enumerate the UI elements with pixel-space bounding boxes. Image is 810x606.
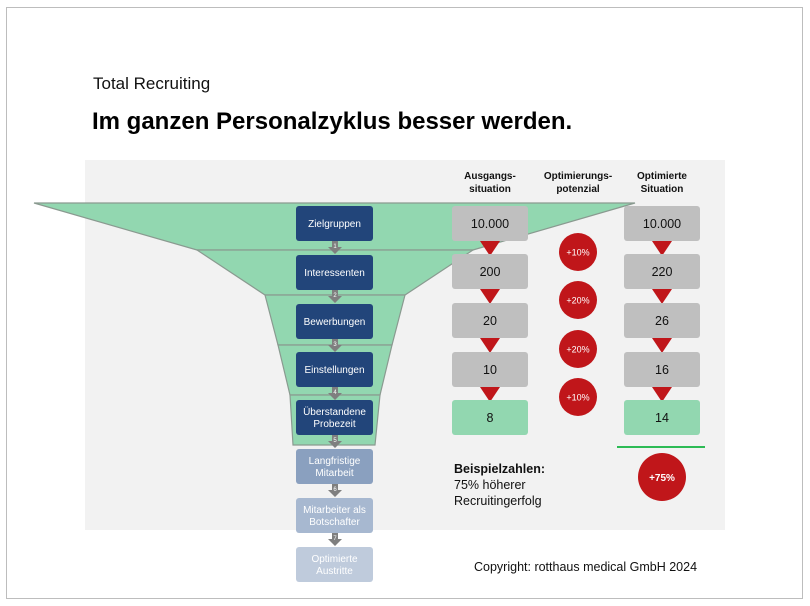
potential-value: +20%	[566, 345, 589, 355]
funnel-stage-box	[296, 255, 373, 290]
step-number: 7	[333, 536, 337, 542]
baseline-box	[452, 303, 528, 338]
total-gain-badge	[638, 453, 686, 501]
baseline-value: 200	[480, 265, 501, 279]
optimized-box	[624, 352, 700, 387]
note-line-1: 75% höherer	[454, 478, 526, 492]
optimized-value: 220	[652, 265, 673, 279]
down-arrow-icon	[652, 289, 672, 304]
step-arrow-icon	[328, 241, 342, 254]
note-line-2: Recruitingerfolg	[454, 494, 542, 508]
optimized-box	[624, 303, 700, 338]
down-arrow-icon	[480, 289, 500, 304]
optimized-box	[624, 254, 700, 289]
potential-value: +10%	[566, 248, 589, 258]
slide-title: Im ganzen Personalzyklus besser werden.	[92, 108, 573, 135]
funnel-stage-label: Interessenten	[304, 268, 365, 279]
potential-value: +10%	[566, 393, 589, 403]
down-arrow-icon	[652, 387, 672, 402]
optimized-value: 16	[655, 363, 669, 377]
baseline-value: 10.000	[471, 217, 509, 231]
baseline-value: 20	[483, 314, 497, 328]
header-baseline: Ausgangs-situation	[464, 171, 516, 195]
slide-frame	[6, 7, 803, 599]
step-arrow-icon	[328, 533, 342, 546]
step-arrow-icon	[328, 484, 342, 497]
step-number: 3	[333, 342, 337, 348]
optimized-box	[624, 206, 700, 241]
note-heading: Beispielzahlen:	[454, 462, 545, 476]
down-arrow-icon	[480, 338, 500, 353]
step-number: 6	[333, 487, 337, 493]
down-arrow-icon	[480, 387, 500, 402]
funnel-stage-label: Bewerbungen	[304, 317, 366, 328]
potential-badge	[559, 233, 597, 271]
baseline-box	[452, 352, 528, 387]
down-arrow-icon	[652, 338, 672, 353]
down-arrow-icon	[480, 241, 500, 256]
funnel-stage-box	[296, 449, 373, 484]
step-arrow-icon	[328, 339, 342, 352]
slide-subtitle: Total Recruiting	[93, 74, 211, 93]
funnel-stage-box	[296, 498, 373, 533]
step-arrow-icon	[328, 435, 342, 448]
copyright: Copyright: rotthaus medical GmbH 2024	[474, 560, 698, 574]
potential-badge	[559, 281, 597, 319]
optimized-box	[624, 400, 700, 435]
funnel-stage-label: Einstellungen	[304, 365, 364, 376]
funnel-stage-box	[296, 352, 373, 387]
optimized-value: 10.000	[643, 217, 681, 231]
optimized-value: 14	[655, 411, 669, 425]
step-number: 2	[333, 293, 337, 299]
baseline-value: 10	[483, 363, 497, 377]
step-number: 5	[333, 438, 337, 444]
funnel-stage-box	[296, 304, 373, 339]
funnel-stage-box	[296, 547, 373, 582]
baseline-value: 8	[487, 411, 494, 425]
potential-badge	[559, 330, 597, 368]
baseline-box	[452, 254, 528, 289]
potential-badge	[559, 378, 597, 416]
step-number: 1	[333, 244, 337, 250]
baseline-box	[452, 400, 528, 435]
potential-value: +20%	[566, 296, 589, 306]
example-note: Beispielzahlen: 75% höherer Recruitinger…	[454, 461, 545, 509]
down-arrow-icon	[652, 241, 672, 256]
funnel-stage-box	[296, 206, 373, 241]
header-potential: Optimierungs-potenzial	[543, 171, 613, 195]
funnel-stage-label: Zielgruppen	[308, 219, 361, 230]
step-number: 4	[333, 390, 337, 396]
baseline-box	[452, 206, 528, 241]
total-gain-value: +75%	[649, 473, 675, 484]
optimized-value: 26	[655, 314, 669, 328]
step-arrow-icon	[328, 290, 342, 303]
step-arrow-icon	[328, 387, 342, 400]
funnel-stage-box	[296, 400, 373, 435]
